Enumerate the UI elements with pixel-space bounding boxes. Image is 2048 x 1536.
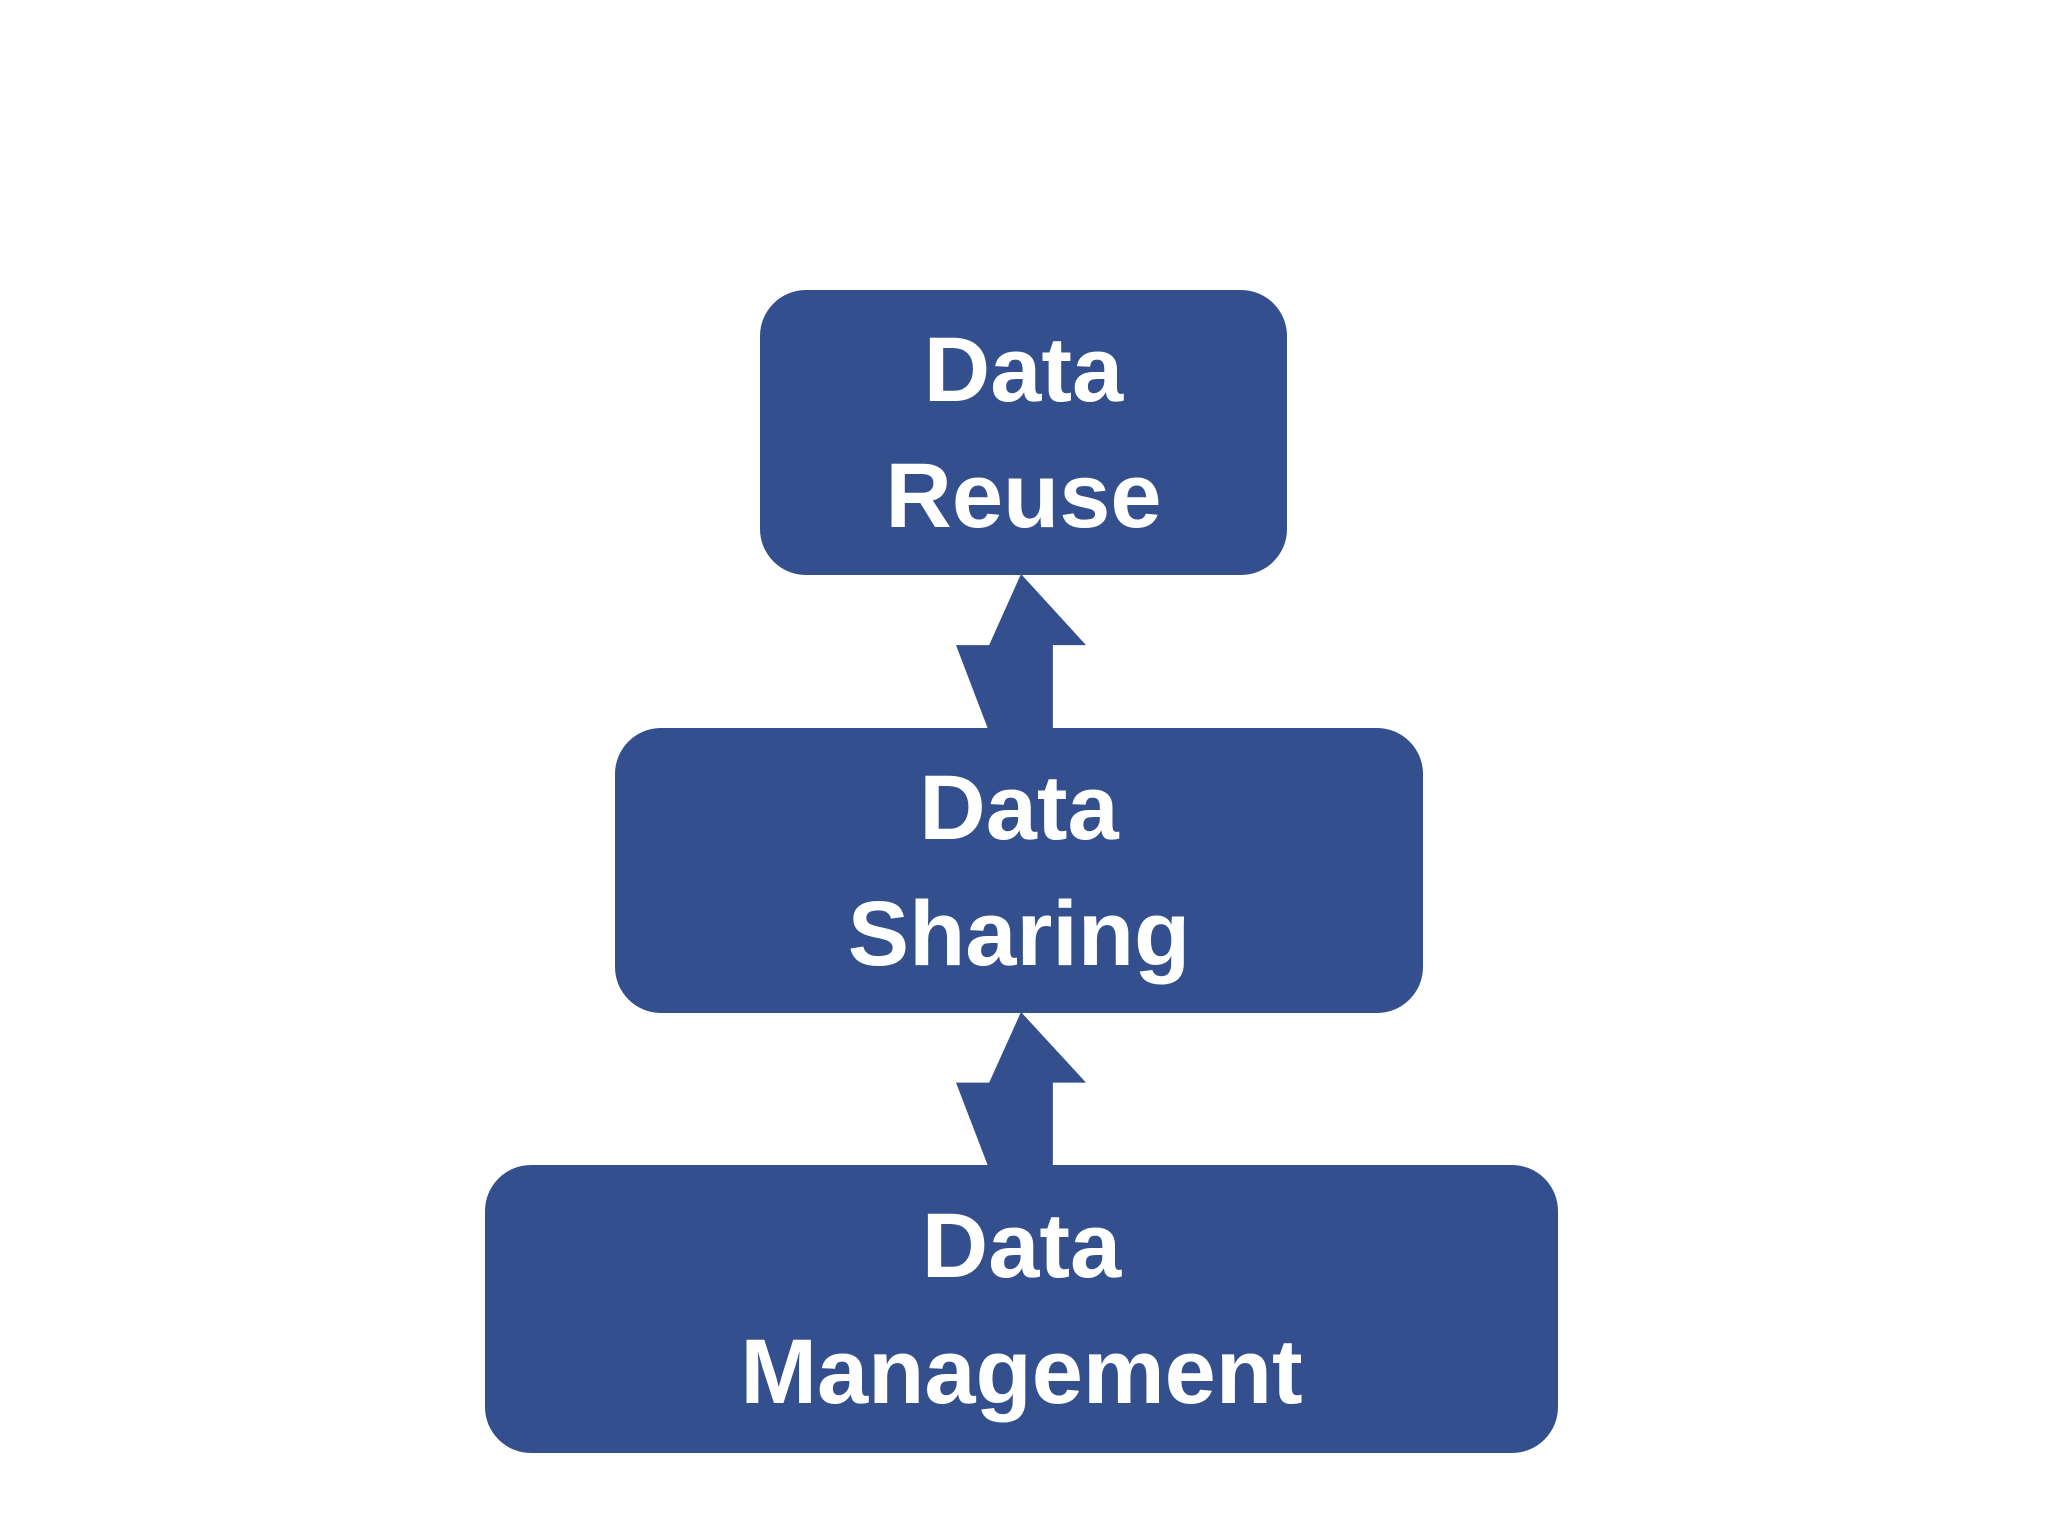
box-data-management-line2: Management	[740, 1321, 1303, 1423]
box-data-reuse-line2: Reuse	[885, 444, 1162, 547]
box-data-management-line1: Data	[921, 1195, 1122, 1297]
box-data-reuse: Data Reuse	[760, 290, 1287, 575]
up-arrow-icon	[956, 574, 1086, 732]
box-data-sharing: Data Sharing	[615, 728, 1423, 1013]
box-data-reuse-line1: Data	[923, 318, 1124, 421]
box-data-management: Data Management	[485, 1165, 1558, 1453]
box-data-sharing-line2: Sharing	[847, 882, 1191, 985]
up-arrow-icon	[956, 1012, 1086, 1169]
box-data-sharing-line1: Data	[919, 756, 1119, 859]
